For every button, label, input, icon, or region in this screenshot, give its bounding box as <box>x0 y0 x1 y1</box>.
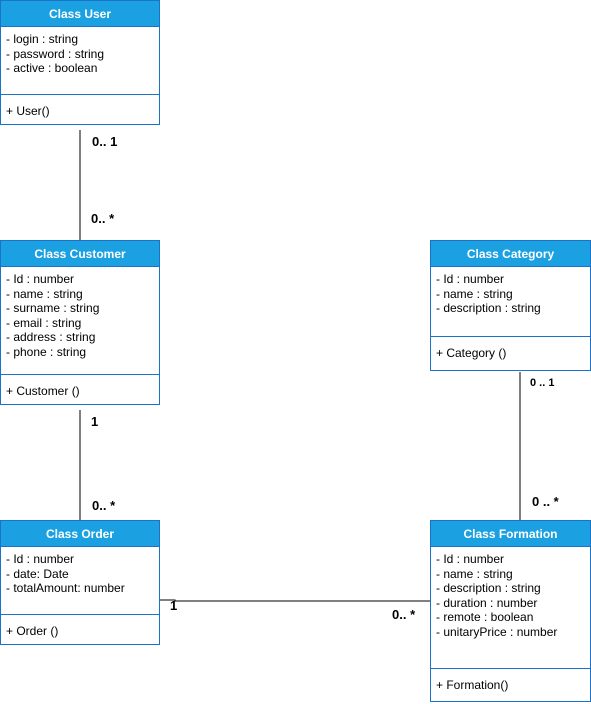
attribute: - name : string <box>436 566 513 581</box>
attribute: - password : string <box>6 46 105 61</box>
attribute: - totalAmount: number <box>6 581 125 595</box>
attribute: - email : string <box>6 315 82 330</box>
class-formation-title: Class Formation <box>431 521 590 547</box>
class-user[interactable]: Class User - login : string - password :… <box>0 0 160 125</box>
class-customer-operations: + Customer () <box>1 375 159 398</box>
multiplicity-category-side: 0 .. 1 <box>530 377 555 389</box>
class-formation-attributes: - Id : number - name : string - descript… <box>431 547 590 669</box>
class-order-attributes: - Id : number - date: Date - totalAmount… <box>1 547 159 615</box>
attribute: - login : string <box>6 32 79 46</box>
attribute: - Id : number <box>6 552 75 566</box>
multiplicity-user-side: 0.. 1 <box>92 134 118 149</box>
class-user-attributes: - login : string - password : string - a… <box>1 27 159 95</box>
multiplicity-order-from-customer: 0.. * <box>92 498 116 513</box>
class-category-title: Class Category <box>431 241 590 267</box>
class-customer-title: Class Customer <box>1 241 159 267</box>
attribute: - name : string <box>6 286 83 301</box>
operation: + Formation() <box>436 678 509 692</box>
multiplicity-customer-to-order: 1 <box>91 414 99 429</box>
multiplicity-order-to-formation: 1 <box>170 598 178 613</box>
class-category[interactable]: Class Category - Id : number - name : st… <box>430 240 591 371</box>
order-formation-link <box>160 599 430 602</box>
attribute: - date: Date <box>6 566 69 581</box>
class-order-title: Class Order <box>1 521 159 547</box>
class-user-title: Class User <box>1 1 159 27</box>
class-formation[interactable]: Class Formation - Id : number - name : s… <box>430 520 591 702</box>
class-order-operations: + Order () <box>1 615 159 638</box>
class-user-operations: + User() <box>1 95 159 118</box>
multiplicity-customer-side: 0.. * <box>91 211 115 226</box>
attribute: - description : string <box>436 581 541 595</box>
class-customer-attributes: - Id : number - name : string - surname … <box>1 267 159 375</box>
operation: + Customer () <box>6 384 80 398</box>
class-category-attributes: - Id : number - name : string - descript… <box>431 267 590 337</box>
attribute: - duration : number <box>436 595 538 610</box>
attribute: - Id : number <box>436 552 505 566</box>
class-order[interactable]: Class Order - Id : number - date: Date -… <box>0 520 160 645</box>
multiplicity-formation-from-order: 0.. * <box>392 607 416 622</box>
attribute: - Id : number <box>436 272 505 286</box>
class-category-operations: + Category () <box>431 337 590 360</box>
attribute: - unitaryPrice : number <box>436 624 558 639</box>
multiplicity-formation-from-category: 0 .. * <box>532 494 559 509</box>
class-formation-operations: + Formation() <box>431 669 590 692</box>
operation: + Category () <box>436 346 507 360</box>
attribute: - Id : number <box>6 272 75 286</box>
attribute: - remote : boolean <box>436 610 534 624</box>
attribute: - surname : string <box>6 301 100 315</box>
operation: + User() <box>6 104 50 118</box>
operation: + Order () <box>6 624 59 638</box>
attribute: - active : boolean <box>6 61 98 75</box>
attribute: - description : string <box>436 301 541 315</box>
attribute: - address : string <box>6 330 96 344</box>
attribute: - phone : string <box>6 344 87 359</box>
attribute: - name : string <box>436 286 513 301</box>
class-customer[interactable]: Class Customer - Id : number - name : st… <box>0 240 160 405</box>
